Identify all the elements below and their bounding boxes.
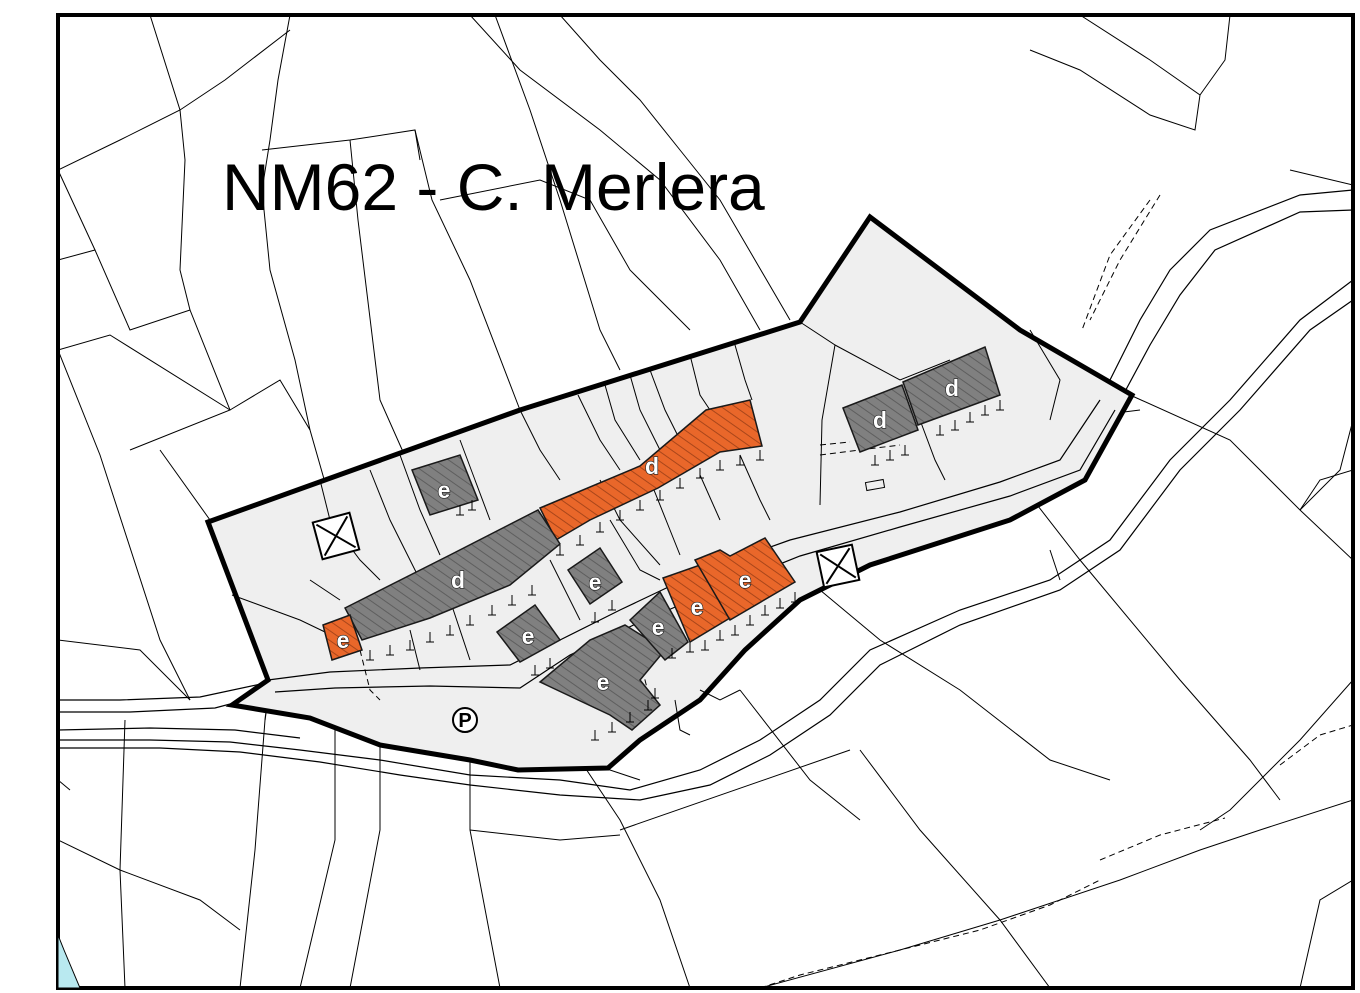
crossed-box-icon — [311, 511, 361, 561]
parking-icon: P — [452, 707, 478, 733]
building-label: e — [652, 614, 665, 640]
building-label: e — [337, 627, 350, 653]
building-label: e — [691, 594, 704, 620]
zone-boundary — [204, 213, 1136, 773]
water-area — [58, 934, 81, 988]
building-label: d — [945, 375, 959, 401]
building-e-orange-small — [322, 614, 363, 661]
entrance-ticks — [366, 400, 1004, 741]
building-label: d — [645, 453, 659, 479]
building-label: d — [451, 567, 465, 593]
building-e-orange-2 — [693, 537, 797, 622]
building-labels: d d d d e e e e e e e e — [336, 374, 960, 695]
buildings — [322, 345, 1001, 731]
building-d-orange — [538, 399, 763, 542]
building-label: d — [873, 407, 887, 433]
building-e-grey-2 — [566, 546, 624, 606]
building-label: e — [589, 569, 602, 595]
building-label: e — [739, 567, 752, 593]
building-d-grey-right-1 — [842, 384, 919, 453]
building-d-grey-right-2 — [902, 345, 1001, 426]
building-label: e — [522, 623, 535, 649]
building-e-grey-5 — [628, 590, 689, 662]
parcel-lines — [58, 15, 1353, 988]
building-label: e — [597, 669, 610, 695]
crossed-box-icon — [815, 543, 861, 589]
building-e-grey-4 — [538, 624, 667, 731]
building-d-grey — [343, 509, 561, 641]
parking-label: P — [458, 710, 471, 732]
map-title: NM62 - C. Merlera — [222, 150, 765, 224]
building-e-grey-1 — [411, 454, 479, 516]
building-e-grey-3 — [495, 603, 562, 663]
building-label: e — [438, 477, 451, 503]
